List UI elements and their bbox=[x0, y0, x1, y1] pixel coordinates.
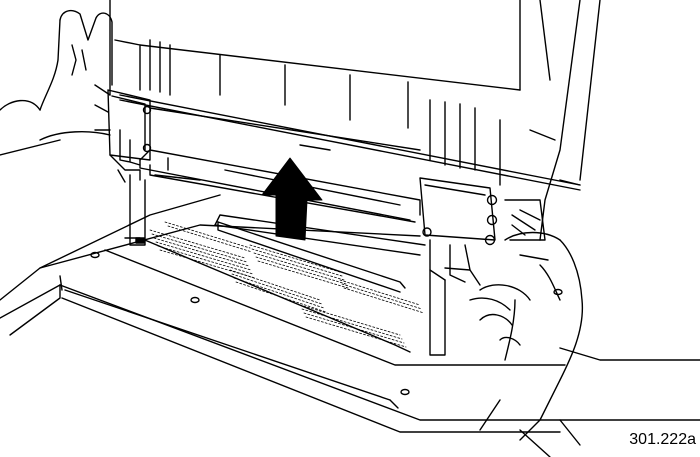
figure-reference-code: 301.222a bbox=[629, 431, 696, 448]
vent-grilles bbox=[149, 221, 425, 348]
lift-arrow-icon bbox=[261, 157, 323, 241]
right-latch bbox=[419, 177, 546, 356]
left-latch bbox=[94, 89, 152, 246]
right-hand bbox=[469, 231, 584, 441]
left-hand bbox=[0, 9, 113, 156]
cover-plate bbox=[139, 144, 426, 256]
base-screws bbox=[90, 231, 563, 396]
base-tab bbox=[135, 237, 145, 244]
upper-cover bbox=[109, 0, 601, 241]
